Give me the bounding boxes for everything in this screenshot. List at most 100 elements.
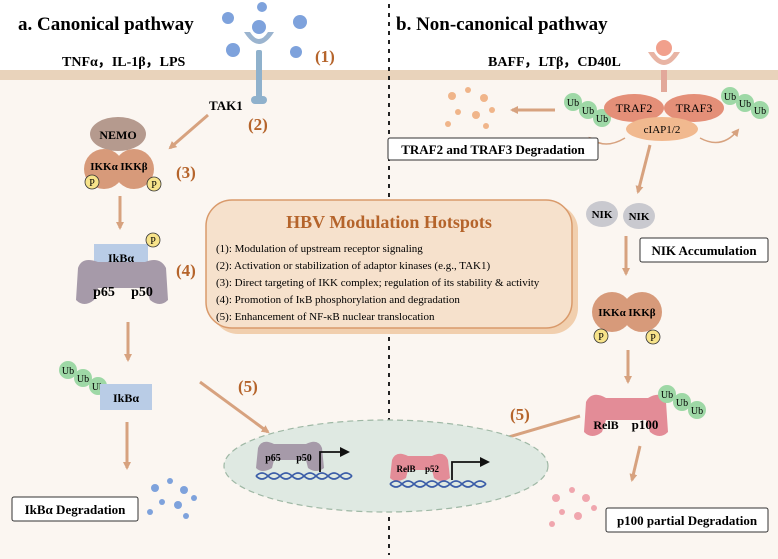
ikk-alpha-label: IKKα <box>598 307 626 319</box>
ikba-degradation-box <box>11 496 139 522</box>
bound-ligand <box>252 20 266 34</box>
nuclear-p65-label: p65 <box>265 453 281 464</box>
canonical-title: a. Canonical pathway <box>18 14 194 35</box>
step-3-label: (3) <box>176 163 196 182</box>
bound-ligand-noncanonical <box>656 40 672 56</box>
ikk-alpha-protein <box>592 292 632 332</box>
nuclear-relb-p52 <box>390 453 450 481</box>
dna-strand <box>255 472 353 480</box>
nuclear-p65-p50 <box>256 441 324 471</box>
phospho-circle <box>593 328 609 344</box>
hotspot-item: (3): Direct targeting of IKK complex; re… <box>216 277 540 289</box>
arrow-tak1-to-ikk <box>168 113 209 150</box>
ub-label: Ub <box>676 398 688 409</box>
ikk-beta-label: IKKβ <box>628 307 655 319</box>
p50-label: p50 <box>131 285 153 300</box>
traf-fragments <box>445 87 495 129</box>
traf2-protein <box>604 94 664 122</box>
traf-degradation-label: TRAF2 and TRAF3 Degradation <box>401 142 585 157</box>
hotspot-item: (2): Activation or stabilization of adap… <box>216 260 490 272</box>
receptor-stalk <box>661 70 667 92</box>
noncanonical-ligands: BAFF，LTβ，CD40L <box>488 55 621 70</box>
p100-degradation-box <box>605 507 769 533</box>
p65-p50-dimer <box>76 260 168 304</box>
ikba-label: IkBα <box>108 251 134 265</box>
traf-degradation-box <box>387 137 599 161</box>
step-5-label: (5) <box>238 377 258 396</box>
receptor-foot <box>251 96 267 104</box>
ub-label: Ub <box>724 92 736 103</box>
arrow-translocation-canonical <box>199 380 270 434</box>
ubiquitin-chain <box>564 93 611 127</box>
traf3-label: TRAF3 <box>676 101 713 115</box>
nuclear-p52-label: p52 <box>425 464 440 474</box>
ub-label: Ub <box>92 382 104 393</box>
cell-membrane <box>0 70 778 80</box>
hotspot-title: HBV Modulation Hotspots <box>286 212 492 232</box>
step-1-label: (1) <box>315 47 335 66</box>
nik-accumulation-label: NIK Accumulation <box>651 243 757 258</box>
degradation-fragments <box>147 478 197 519</box>
ubiquitin-chain <box>721 87 769 119</box>
ikba-degradation-label: IkBα Degradation <box>25 502 127 517</box>
nemo-label: NEMO <box>99 128 136 142</box>
ciap-label: cIAP1/2 <box>644 124 681 136</box>
step-4-label: (4) <box>176 261 196 280</box>
phospho-label: P <box>89 178 95 189</box>
relb-p100-dimer <box>584 394 668 436</box>
phospho-label: P <box>151 180 157 191</box>
nik-protein <box>586 201 618 227</box>
ub-label: Ub <box>77 374 89 385</box>
p100-label: p100 <box>632 417 659 432</box>
ikk-beta-protein <box>114 149 154 189</box>
phospho-circle <box>146 176 162 192</box>
nucleus <box>223 419 549 513</box>
hotspot-item: (4): Promotion of IκB phosphorylation an… <box>216 294 460 306</box>
phospho-circle <box>145 232 161 248</box>
ikba-protein <box>100 384 152 410</box>
traf2-label: TRAF2 <box>616 101 653 115</box>
p100-degradation-label: p100 partial Degradation <box>617 513 758 528</box>
canonical-ligands: TNFα，IL-1β，LPS <box>62 55 186 70</box>
p65-label: p65 <box>93 285 115 300</box>
nemo-protein <box>90 117 146 151</box>
tak1-label: TAK1 <box>209 98 243 113</box>
nuclear-p50-label: p50 <box>296 453 312 464</box>
ub-label: Ub <box>567 98 579 109</box>
nik-protein <box>623 203 655 229</box>
ciap-protein <box>626 117 698 141</box>
hotspot-box <box>205 199 573 329</box>
step-2-label: (2) <box>248 115 268 134</box>
transcription-arrow <box>451 457 490 480</box>
phospho-circle <box>84 174 100 190</box>
ub-label: Ub <box>691 406 703 417</box>
transcription-arrow <box>319 447 350 472</box>
ikk-beta-protein <box>622 292 662 332</box>
ub-label: Ub <box>582 106 594 117</box>
ub-label: Ub <box>661 390 673 401</box>
phospho-circle <box>645 329 661 345</box>
arrow-to-nik <box>635 144 652 194</box>
receptor-icon <box>648 52 680 65</box>
traf3-protein <box>664 94 724 122</box>
ub-label: Ub <box>754 106 766 117</box>
nik-label: NIK <box>629 211 650 223</box>
nuclear-relb-label: RelB <box>397 464 416 474</box>
phospho-label: P <box>650 333 656 344</box>
dna-strand <box>389 480 487 488</box>
receptor-stalk <box>256 50 262 100</box>
ub-label: Ub <box>596 114 608 125</box>
curved-arrow-right <box>699 128 740 144</box>
arrow-to-p100-degradation <box>629 445 642 482</box>
phospho-label: P <box>598 332 604 343</box>
phospho-label: P <box>150 236 156 247</box>
ikk-alpha-label: IKKα <box>90 161 118 173</box>
ubiquitin-chain <box>658 385 706 419</box>
hotspot-item: (1): Modulation of upstream receptor sig… <box>216 243 423 255</box>
ub-label: Ub <box>62 366 74 377</box>
ub-label: Ub <box>739 99 751 110</box>
ikba-label: IkBα <box>113 391 139 405</box>
hotspot-item: (5): Enhancement of NF-κB nuclear transl… <box>216 311 435 323</box>
